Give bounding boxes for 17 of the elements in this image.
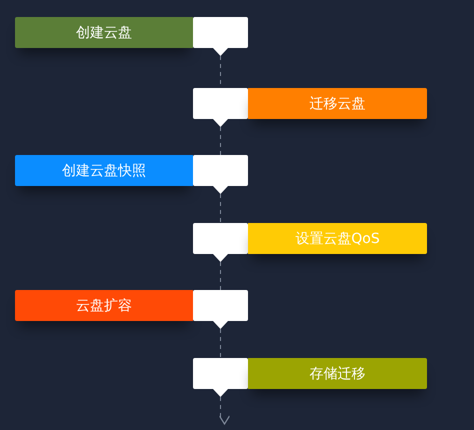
timeline-marker	[193, 17, 248, 56]
timeline-marker	[193, 155, 248, 194]
dashed-connector	[220, 262, 221, 290]
dashed-connector	[220, 328, 221, 358]
dashed-connector	[220, 126, 221, 156]
timeline-marker	[193, 290, 248, 329]
timeline-marker	[193, 88, 248, 127]
timeline-marker	[193, 358, 248, 397]
step-label: 设置云盘QoS	[248, 223, 427, 254]
step-label: 迁移云盘	[248, 88, 427, 119]
timeline-marker	[193, 223, 248, 262]
dashed-connector	[220, 194, 221, 224]
step-label: 创建云盘	[15, 17, 193, 48]
dashed-connector	[218, 396, 230, 425]
step-label: 创建云盘快照	[15, 155, 193, 186]
step-label: 存储迁移	[248, 358, 427, 389]
step-label: 云盘扩容	[15, 290, 193, 321]
